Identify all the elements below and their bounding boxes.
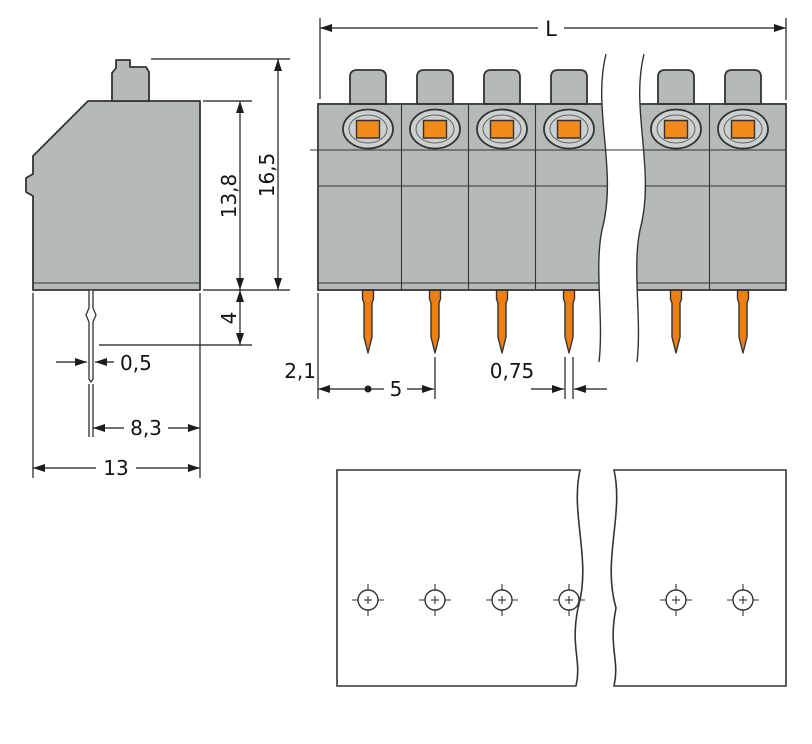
dim-label-bg <box>124 417 168 439</box>
latch <box>111 59 150 102</box>
front-view: L 2,1 5 0,75 <box>284 16 787 401</box>
dim-label-body-height: 13,8 <box>217 174 241 219</box>
dim-label-pin-to-edge: 8,3 <box>130 416 162 440</box>
dim-label-edge-to-first-pole: 2,1 <box>284 359 316 383</box>
dim-label-total-height: 16,5 <box>255 153 279 198</box>
break-gap <box>598 54 646 362</box>
side-view: 13,8 16,5 4 0,5 8,3 13 <box>25 58 290 480</box>
dim-label-pin-width: 0,5 <box>120 351 152 375</box>
pcb-outline-left <box>336 469 584 687</box>
break-line-left <box>598 53 609 363</box>
dim-label-pin-length: 4 <box>217 312 241 325</box>
solder-pin-side <box>85 289 97 383</box>
housing-side-outline <box>25 100 201 291</box>
dim-label-total-length: L <box>545 17 557 41</box>
dim-label-pitch: 5 <box>390 377 403 401</box>
pcb-outline-right <box>610 469 787 687</box>
housing-front-body <box>317 103 787 291</box>
dim-label-bg <box>96 457 136 479</box>
drilling-plan <box>336 469 787 687</box>
dim-label-housing-depth: 13 <box>103 456 128 480</box>
break-line-right <box>636 53 647 363</box>
dim-label-frontpin-width: 0,75 <box>490 359 535 383</box>
dim-label-bg <box>538 16 564 40</box>
